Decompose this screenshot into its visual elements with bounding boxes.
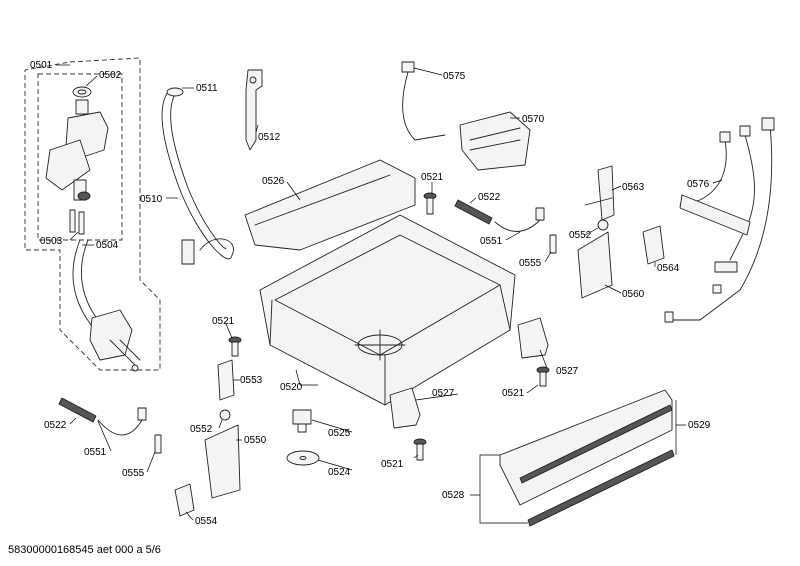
- label-0551-b: 0551: [84, 447, 107, 458]
- part-0512-bracket: [245, 69, 263, 151]
- label-0521-a: 0521: [421, 172, 444, 183]
- part-0525-switch: [292, 409, 312, 433]
- part-0504-hose: [72, 239, 141, 372]
- part-0521-screw-c: [536, 366, 550, 387]
- label-0554: 0554: [195, 516, 218, 527]
- label-0524: 0524: [328, 467, 351, 478]
- part-0555-clip-a: [549, 234, 557, 254]
- part-0521-screw-b: [228, 336, 242, 357]
- label-0511: 0511: [196, 83, 218, 94]
- part-0529-kickplate: [499, 389, 673, 506]
- part-0553-bracket: [217, 359, 235, 401]
- part-0552-clip: [219, 409, 231, 421]
- part-0550-bracket: [204, 424, 241, 499]
- label-0576: 0576: [687, 179, 710, 190]
- part-0563-bracket: [584, 165, 615, 221]
- part-0510-hose: [161, 87, 234, 265]
- label-0522-a: 0522: [478, 192, 501, 203]
- part-0522-tube-a: [454, 199, 493, 225]
- part-labels: 0501 0502 0503 0504 0510 0511 0512 0520 …: [30, 60, 711, 527]
- label-0512: 0512: [258, 132, 281, 143]
- part-0526-cover: [244, 159, 416, 251]
- label-0563: 0563: [622, 182, 645, 193]
- label-0520: 0520: [280, 382, 303, 393]
- part-0576-harness: [664, 117, 775, 323]
- part-0554-cap: [174, 483, 195, 517]
- part-0520-base: [259, 214, 516, 406]
- label-0555-a: 0555: [519, 258, 542, 269]
- part-0564-connector: [642, 225, 665, 265]
- part-0521-screw-a: [423, 192, 437, 215]
- label-0528: 0528: [442, 490, 465, 501]
- label-0527-b: 0527: [432, 388, 455, 399]
- document-footer-id: 58300000168545 aet 000 a 5/6: [8, 544, 161, 556]
- label-0575: 0575: [443, 71, 466, 82]
- leader-lines: [56, 64, 723, 524]
- label-0570: 0570: [522, 114, 545, 125]
- part-0528-strip: [527, 449, 675, 527]
- assembly-group-0501: [24, 57, 161, 371]
- part-0527-foot-b: [389, 387, 421, 429]
- part-0555-clip-b: [154, 434, 162, 454]
- part-0570-module: [459, 111, 531, 171]
- part-0560-bracket: [577, 231, 613, 299]
- label-0552-b: 0552: [569, 230, 592, 241]
- label-0521-d: 0521: [381, 459, 404, 470]
- part-0575-cable: [401, 61, 446, 141]
- label-0522-b: 0522: [44, 420, 67, 431]
- label-0525: 0525: [328, 428, 351, 439]
- label-0503: 0503: [40, 236, 63, 247]
- label-0551-a: 0551: [480, 236, 503, 247]
- part-0524-disc: [286, 450, 320, 466]
- label-0555-b: 0555: [122, 468, 145, 479]
- label-0529: 0529: [688, 420, 711, 431]
- label-0521-b: 0521: [212, 316, 235, 327]
- label-0501: 0501: [30, 60, 53, 71]
- part-0551-cable-a: [494, 207, 557, 247]
- part-0552-clip-b: [597, 219, 609, 231]
- label-0564: 0564: [657, 263, 680, 274]
- part-0521-screw-d: [413, 438, 427, 461]
- label-0504: 0504: [96, 240, 119, 251]
- label-0560: 0560: [622, 289, 645, 300]
- label-0521-c: 0521: [502, 388, 525, 399]
- label-0527-a: 0527: [556, 366, 579, 377]
- part-0551-cable-b: [97, 407, 147, 436]
- part-0502-valve: [45, 86, 109, 235]
- part-0522-tube-b: [58, 397, 97, 423]
- label-0526: 0526: [262, 176, 285, 187]
- label-0502: 0502: [99, 70, 122, 81]
- label-0510: 0510: [140, 194, 163, 205]
- part-0527-foot-a: [517, 317, 549, 359]
- label-0552-a: 0552: [190, 424, 213, 435]
- label-0553: 0553: [240, 375, 263, 386]
- label-0550: 0550: [244, 435, 267, 446]
